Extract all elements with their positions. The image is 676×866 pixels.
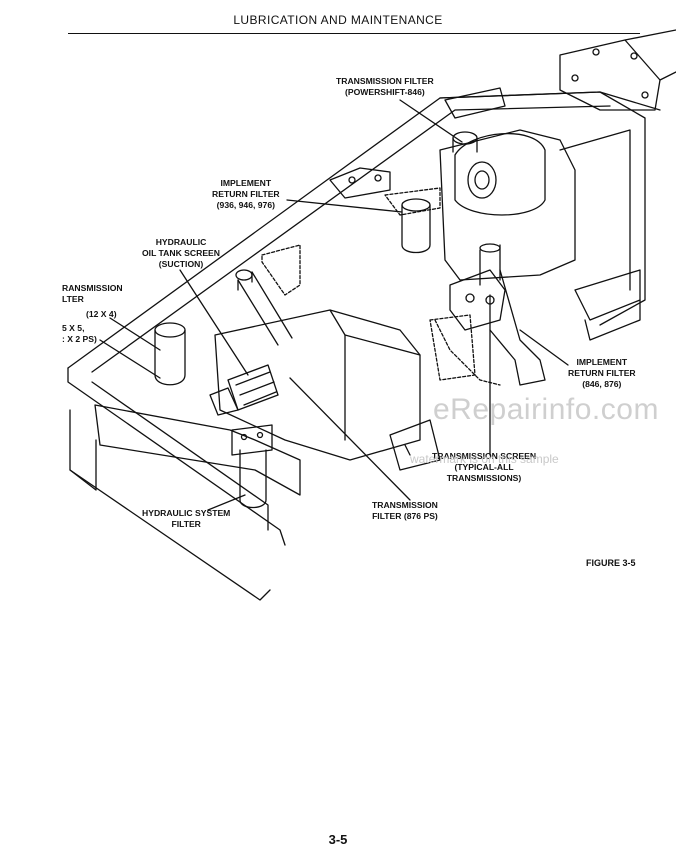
hyd-system-filter-head bbox=[231, 424, 273, 456]
oil-tank-screen-tube bbox=[237, 271, 293, 346]
watermark-site: eRepairinfo.com bbox=[433, 393, 659, 426]
lower-right-stub bbox=[389, 419, 441, 471]
leader-left-filter-1 bbox=[109, 317, 161, 351]
page-header: LUBRICATION AND MAINTENANCE bbox=[233, 13, 443, 27]
tank-bracket bbox=[261, 244, 301, 296]
cross-beam bbox=[94, 404, 301, 496]
page-number: 3-5 bbox=[328, 832, 348, 847]
label-transmission-filter-876: TRANSMISSION FILTER (876 PS) bbox=[372, 500, 438, 521]
trans-screen-cylinder bbox=[479, 244, 501, 286]
watermark-note: watermark is on this sample bbox=[410, 452, 559, 466]
frame-side-panel bbox=[69, 409, 271, 601]
right-bracket-arm bbox=[624, 29, 676, 41]
label-implement-return-filter-right: IMPLEMENT RETURN FILTER (846, 876) bbox=[568, 357, 636, 389]
label-hydraulic-oil-tank-screen: HYDRAULIC OIL TANK SCREEN (SUCTION) bbox=[142, 237, 220, 269]
right-support-leg bbox=[489, 269, 546, 386]
right-valve-block bbox=[449, 269, 506, 331]
oil-filter-cartridge bbox=[227, 364, 279, 411]
right-lower-foot bbox=[584, 299, 641, 341]
leader-trans-filter-ps bbox=[399, 99, 463, 143]
implement-return-canister bbox=[401, 204, 431, 254]
leader-implement-return-top bbox=[286, 199, 403, 213]
label-transmission-filter-left: RANSMISSION LTER bbox=[62, 283, 123, 304]
hyd-system-filter-body bbox=[239, 449, 267, 509]
hydraulic-tank bbox=[214, 309, 421, 461]
left-filter-canister bbox=[154, 329, 186, 386]
transmission-housing bbox=[439, 129, 576, 281]
frame-side-return bbox=[69, 439, 97, 491]
leader-hyd-tank-screen bbox=[179, 269, 249, 376]
trans-cylinder bbox=[454, 133, 546, 216]
leader-trans-filter-876 bbox=[289, 377, 411, 501]
label-size-5x5: 5 X 5, : X 2 PS) bbox=[62, 323, 97, 344]
right-frame-side bbox=[559, 129, 631, 291]
figure-caption: FIGURE 3-5 bbox=[586, 558, 636, 568]
leader-left-filter-2 bbox=[99, 339, 161, 379]
label-implement-return-filter-top: IMPLEMENT RETURN FILTER (936, 946, 976) bbox=[212, 178, 280, 210]
right-bracket-arm-lower bbox=[659, 71, 676, 81]
canister-bracket bbox=[384, 187, 441, 216]
label-transmission-screen: TRANSMISSION SCREEN (TYPICAL-ALL TRANSMI… bbox=[432, 451, 537, 483]
label-hydraulic-system-filter: HYDRAULIC SYSTEM FILTER bbox=[142, 508, 231, 529]
label-size-12x4: (12 X 4) bbox=[86, 309, 117, 319]
label-transmission-filter-powershift: TRANSMISSION FILTER (POWERSHIFT-846) bbox=[336, 76, 434, 97]
top-plate-left bbox=[329, 167, 391, 199]
top-plate-right bbox=[444, 87, 506, 119]
right-frame-top bbox=[439, 91, 646, 326]
right-plate bbox=[429, 314, 476, 381]
leader-implement-return-right bbox=[519, 329, 569, 366]
frame-rail-bottom bbox=[91, 381, 269, 531]
header-rule bbox=[68, 33, 640, 34]
leader-hyd-system-filter bbox=[207, 494, 246, 511]
frame-rail-inner-edge bbox=[91, 105, 611, 373]
frame-rail-lower-edge bbox=[67, 367, 286, 546]
